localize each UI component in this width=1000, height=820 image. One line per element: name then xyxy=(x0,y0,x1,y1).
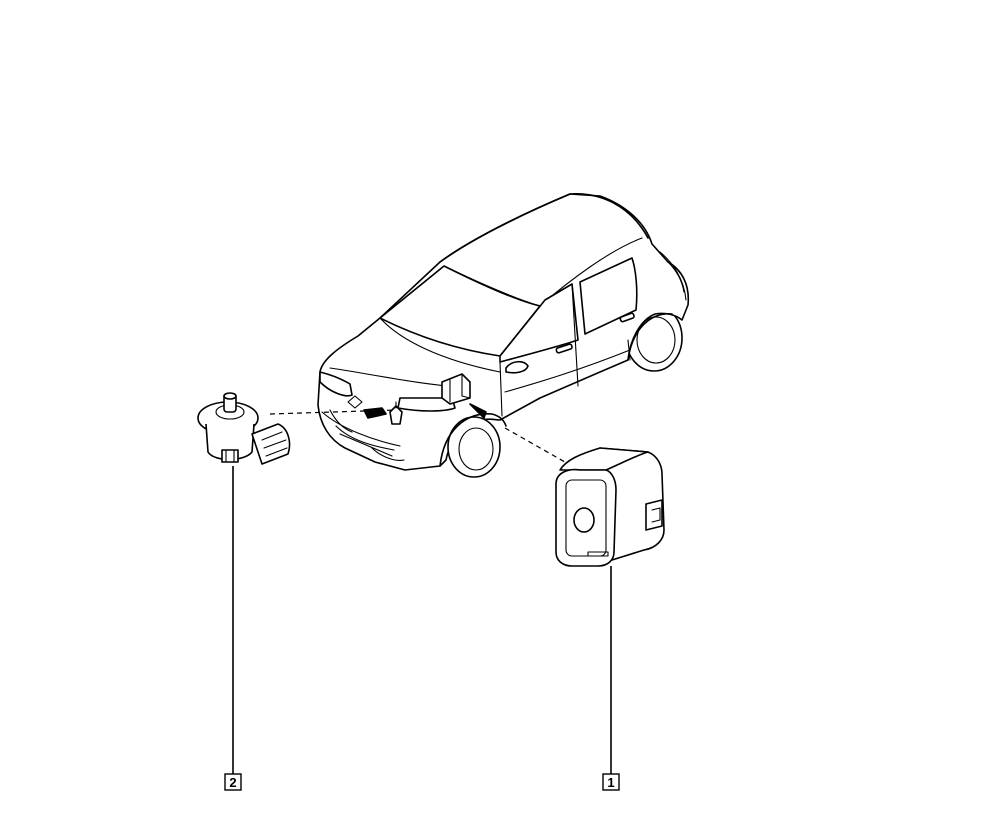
callout-1-group: 1 xyxy=(602,566,620,791)
door-mirror xyxy=(505,360,529,374)
car-illustration xyxy=(317,193,690,478)
side-window-rear xyxy=(579,257,638,335)
callout-2-box xyxy=(224,773,242,791)
bonnet-switch-illustration xyxy=(197,392,291,465)
siren-location-marker xyxy=(441,373,471,405)
front-wheel xyxy=(447,416,501,478)
leader-dashes xyxy=(269,409,573,467)
side-window-front xyxy=(499,283,579,363)
callout-2-label: 2 xyxy=(229,775,236,790)
headlight-left xyxy=(319,371,353,397)
callout-1-label: 1 xyxy=(607,775,614,790)
switch-location-marker xyxy=(389,401,403,425)
callout-1-box xyxy=(602,773,620,791)
callout-2-group: 2 xyxy=(224,466,242,791)
siren-unit-illustration xyxy=(555,447,665,567)
